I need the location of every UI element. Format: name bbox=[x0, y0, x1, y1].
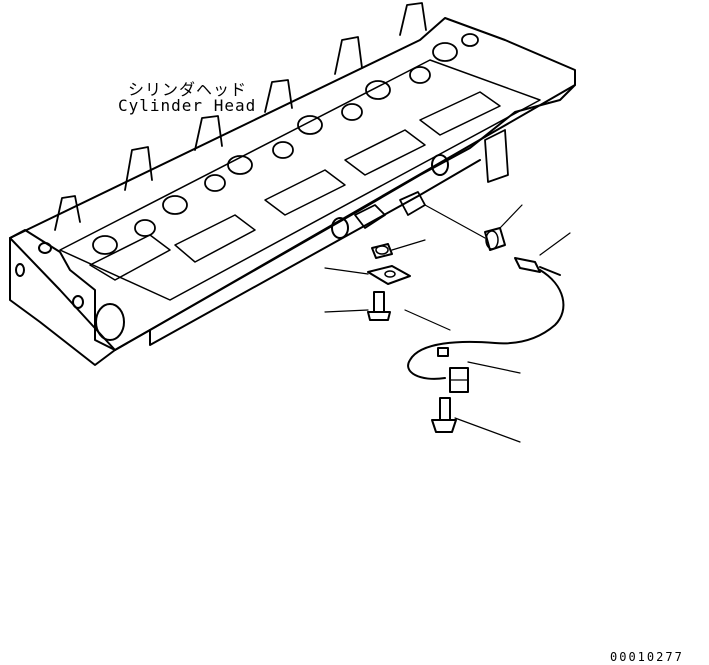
deck-inner-border bbox=[59, 59, 541, 301]
leader-line-adapter-axis bbox=[424, 204, 486, 239]
harness-clip-bolt bbox=[431, 397, 457, 433]
cylinder-head-lower-face bbox=[9, 237, 116, 366]
part-label-english: Cylinder Head bbox=[118, 96, 257, 115]
mounting-bolt bbox=[367, 291, 391, 321]
cylinder-head-top-outline bbox=[9, 17, 576, 351]
cylinder-head-end-plate bbox=[9, 229, 116, 351]
leader-line-bolt bbox=[324, 309, 369, 313]
cylinder-head bbox=[9, 2, 576, 366]
connector bbox=[437, 347, 469, 393]
rear-bracket bbox=[484, 129, 509, 183]
end-plate-bolt-hole bbox=[72, 295, 84, 309]
leader-line-bracket bbox=[324, 267, 369, 275]
temperature-sensor bbox=[514, 257, 561, 276]
leader-line-nut bbox=[391, 239, 426, 251]
deck-passages bbox=[89, 91, 501, 281]
nut bbox=[371, 243, 393, 259]
leader-line-clip-bolt bbox=[454, 417, 521, 443]
sensor-wire bbox=[407, 269, 565, 380]
figure-number: 00010277 bbox=[610, 650, 684, 664]
cylinder-head-side-face bbox=[114, 84, 576, 351]
end-plate-bolt-hole bbox=[15, 263, 25, 277]
side-port bbox=[431, 154, 449, 176]
clamp-bracket bbox=[367, 265, 411, 285]
leader-line-adapter bbox=[499, 204, 523, 229]
wire-leader bbox=[404, 309, 451, 331]
part-label-japanese: シリンダヘッド bbox=[128, 80, 248, 99]
side-boss bbox=[354, 204, 386, 229]
adapter-fitting bbox=[484, 227, 506, 251]
side-port bbox=[331, 217, 349, 239]
rocker-pedestals bbox=[54, 2, 427, 231]
end-plate-bore bbox=[95, 303, 125, 341]
leader-line-connector bbox=[467, 361, 521, 374]
valve-cups bbox=[92, 33, 479, 255]
end-plate-bolt-hole bbox=[38, 242, 52, 254]
leader-line-sensor bbox=[539, 232, 571, 256]
cylinder-head-side-bottom bbox=[149, 159, 481, 346]
